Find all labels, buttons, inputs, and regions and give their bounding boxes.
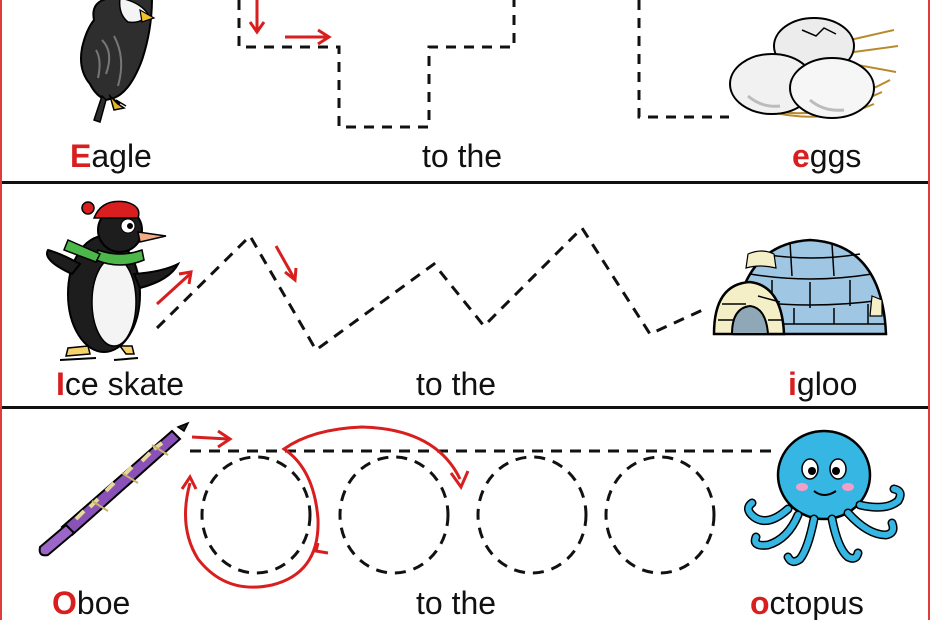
row-eagle: Eagle to the eggs	[2, 0, 928, 183]
connector-text: to the	[416, 366, 497, 402]
row-ice-skate: Ice skate to the igloo	[2, 184, 928, 408]
loop-guide-tail	[314, 542, 329, 555]
end-letter: i	[788, 366, 797, 402]
eggs-nest-icon	[729, 17, 899, 119]
connector-text: to the	[416, 585, 497, 620]
end-word-rest: gloo	[796, 366, 858, 402]
trace-path-loops	[190, 449, 772, 575]
row-ice-skate-art	[46, 200, 888, 361]
octopus-icon	[744, 429, 905, 567]
start-letter: E	[70, 138, 92, 174]
arrow-head-icon	[180, 474, 198, 490]
trace-path-square-wave	[237, 0, 516, 129]
row-eagle-art	[80, 0, 899, 129]
start-word: Oboe	[52, 587, 130, 619]
end-word-rest: ggs	[809, 138, 862, 174]
igloo-icon	[712, 238, 888, 336]
row-oboe-art	[38, 421, 905, 589]
end-word-rest: ctopus	[769, 585, 864, 620]
loop-guide-arrow	[184, 425, 462, 589]
end-word: eggs	[792, 140, 861, 172]
end-word: octopus	[750, 587, 864, 619]
row-oboe: Oboe to the octopus	[2, 409, 928, 620]
start-word: Eagle	[70, 140, 152, 172]
end-word: igloo	[788, 368, 857, 400]
arrow-up-right-icon	[155, 270, 193, 306]
start-letter: I	[56, 366, 65, 402]
start-word-rest: boe	[76, 585, 131, 620]
end-letter: e	[792, 138, 810, 174]
eagle-icon	[80, 0, 156, 123]
start-word-rest: ce skate	[64, 366, 185, 402]
start-word-rest: agle	[91, 138, 152, 174]
connector-text: to the	[422, 138, 503, 174]
row-divider	[2, 181, 928, 184]
start-word: Ice skate	[56, 368, 184, 400]
trace-path-zigzag	[155, 225, 708, 353]
arrow-right-icon	[191, 429, 233, 449]
penguin-skater-icon	[46, 200, 181, 361]
arrow-right-icon	[285, 28, 332, 46]
end-letter: o	[750, 585, 770, 620]
row-divider	[2, 406, 928, 409]
arrow-head-icon	[449, 470, 470, 491]
start-letter: O	[52, 585, 77, 620]
arrow-down-icon	[248, 0, 266, 35]
oboe-icon	[38, 421, 190, 557]
arrow-down-right-icon	[274, 245, 298, 283]
trace-path-corner	[637, 0, 729, 119]
